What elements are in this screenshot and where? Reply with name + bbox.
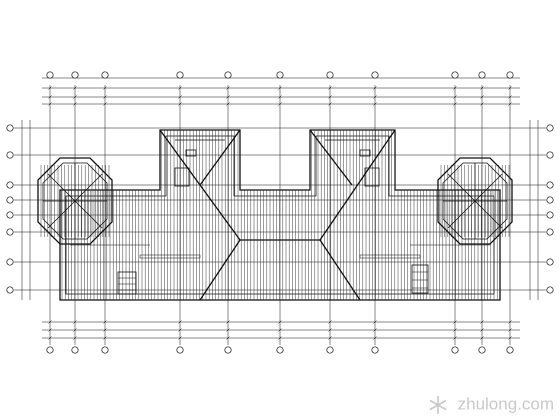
hatch-line [508,328,512,332]
hatch-line [453,336,457,340]
hatch-line [373,95,377,99]
hatch-line [226,102,230,106]
hatch-line [103,328,107,332]
hatch-line [48,95,52,99]
top-dimension-lines [42,77,520,105]
hatch-line [226,86,230,90]
hatch-line [508,320,512,324]
dimension-ticks [48,86,512,340]
horizontal-grid-axes [14,127,546,291]
hatch-line [103,102,107,106]
hatch-line [226,328,230,332]
hatch-line [453,328,457,332]
hatch-line [373,328,377,332]
hatch-line [508,336,512,340]
bottom-axis-bubbles [46,346,514,354]
hatch-line [73,328,77,332]
hatch-line [508,86,512,90]
hatch-line [278,336,282,340]
side-dimension-lines [21,120,539,300]
hatch-line [73,102,77,106]
hatch-line [373,102,377,106]
hatch-line [178,102,182,106]
hatch-line [480,320,484,324]
hatch-line [178,320,182,324]
hatch-line [103,95,107,99]
hatch-line [178,336,182,340]
watermark-text: zhulong.com [457,394,554,414]
hatch-line [226,320,230,324]
right-octagon-tower [437,157,513,245]
hatch-line [328,102,332,106]
hatch-line [328,95,332,99]
hatch-line [480,336,484,340]
hatch-line [453,95,457,99]
hatch-line [178,86,182,90]
hatch-line [373,320,377,324]
snowflake-logo-icon [429,396,447,414]
hatch-line [373,86,377,90]
hatch-line [480,102,484,106]
hatch-line [328,328,332,332]
hatch-line [278,320,282,324]
hatch-line [226,336,230,340]
hatch-line [480,86,484,90]
hatch-line [48,328,52,332]
hatch-line [508,102,512,106]
hatch-line [453,102,457,106]
hatch-line [226,95,230,99]
left-octagon-hatching [40,165,110,237]
interior-details [70,167,490,295]
hatch-line [278,328,282,332]
hatch-line [278,95,282,99]
roof-ridge-lines [159,129,396,301]
hatch-line [328,86,332,90]
hatch-line [480,328,484,332]
hatch-line [48,320,52,324]
bottom-dimension-lines [42,321,520,339]
hatch-line [48,102,52,106]
hatch-line [373,336,377,340]
hatch-line [73,95,77,99]
hatch-line [453,86,457,90]
top-axis-bubbles [46,71,514,79]
hatch-line [48,336,52,340]
hatch-line [73,336,77,340]
hatch-line [178,95,182,99]
hatch-line [103,320,107,324]
hatch-line [73,86,77,90]
hatch-line [48,86,52,90]
hatch-line [328,336,332,340]
hatch-line [103,336,107,340]
hatch-line [453,320,457,324]
left-octagon-tower [37,157,113,245]
hatch-line [103,86,107,90]
hatch-line [508,95,512,99]
hatch-line [73,320,77,324]
right-octagon-hatching [440,165,510,237]
hatch-line [278,102,282,106]
hatch-line [178,328,182,332]
hatch-line [328,320,332,324]
watermark: zhulong.com [427,394,554,416]
hatch-line [278,86,282,90]
hatch-line [480,95,484,99]
side-axis-bubbles [6,124,554,294]
